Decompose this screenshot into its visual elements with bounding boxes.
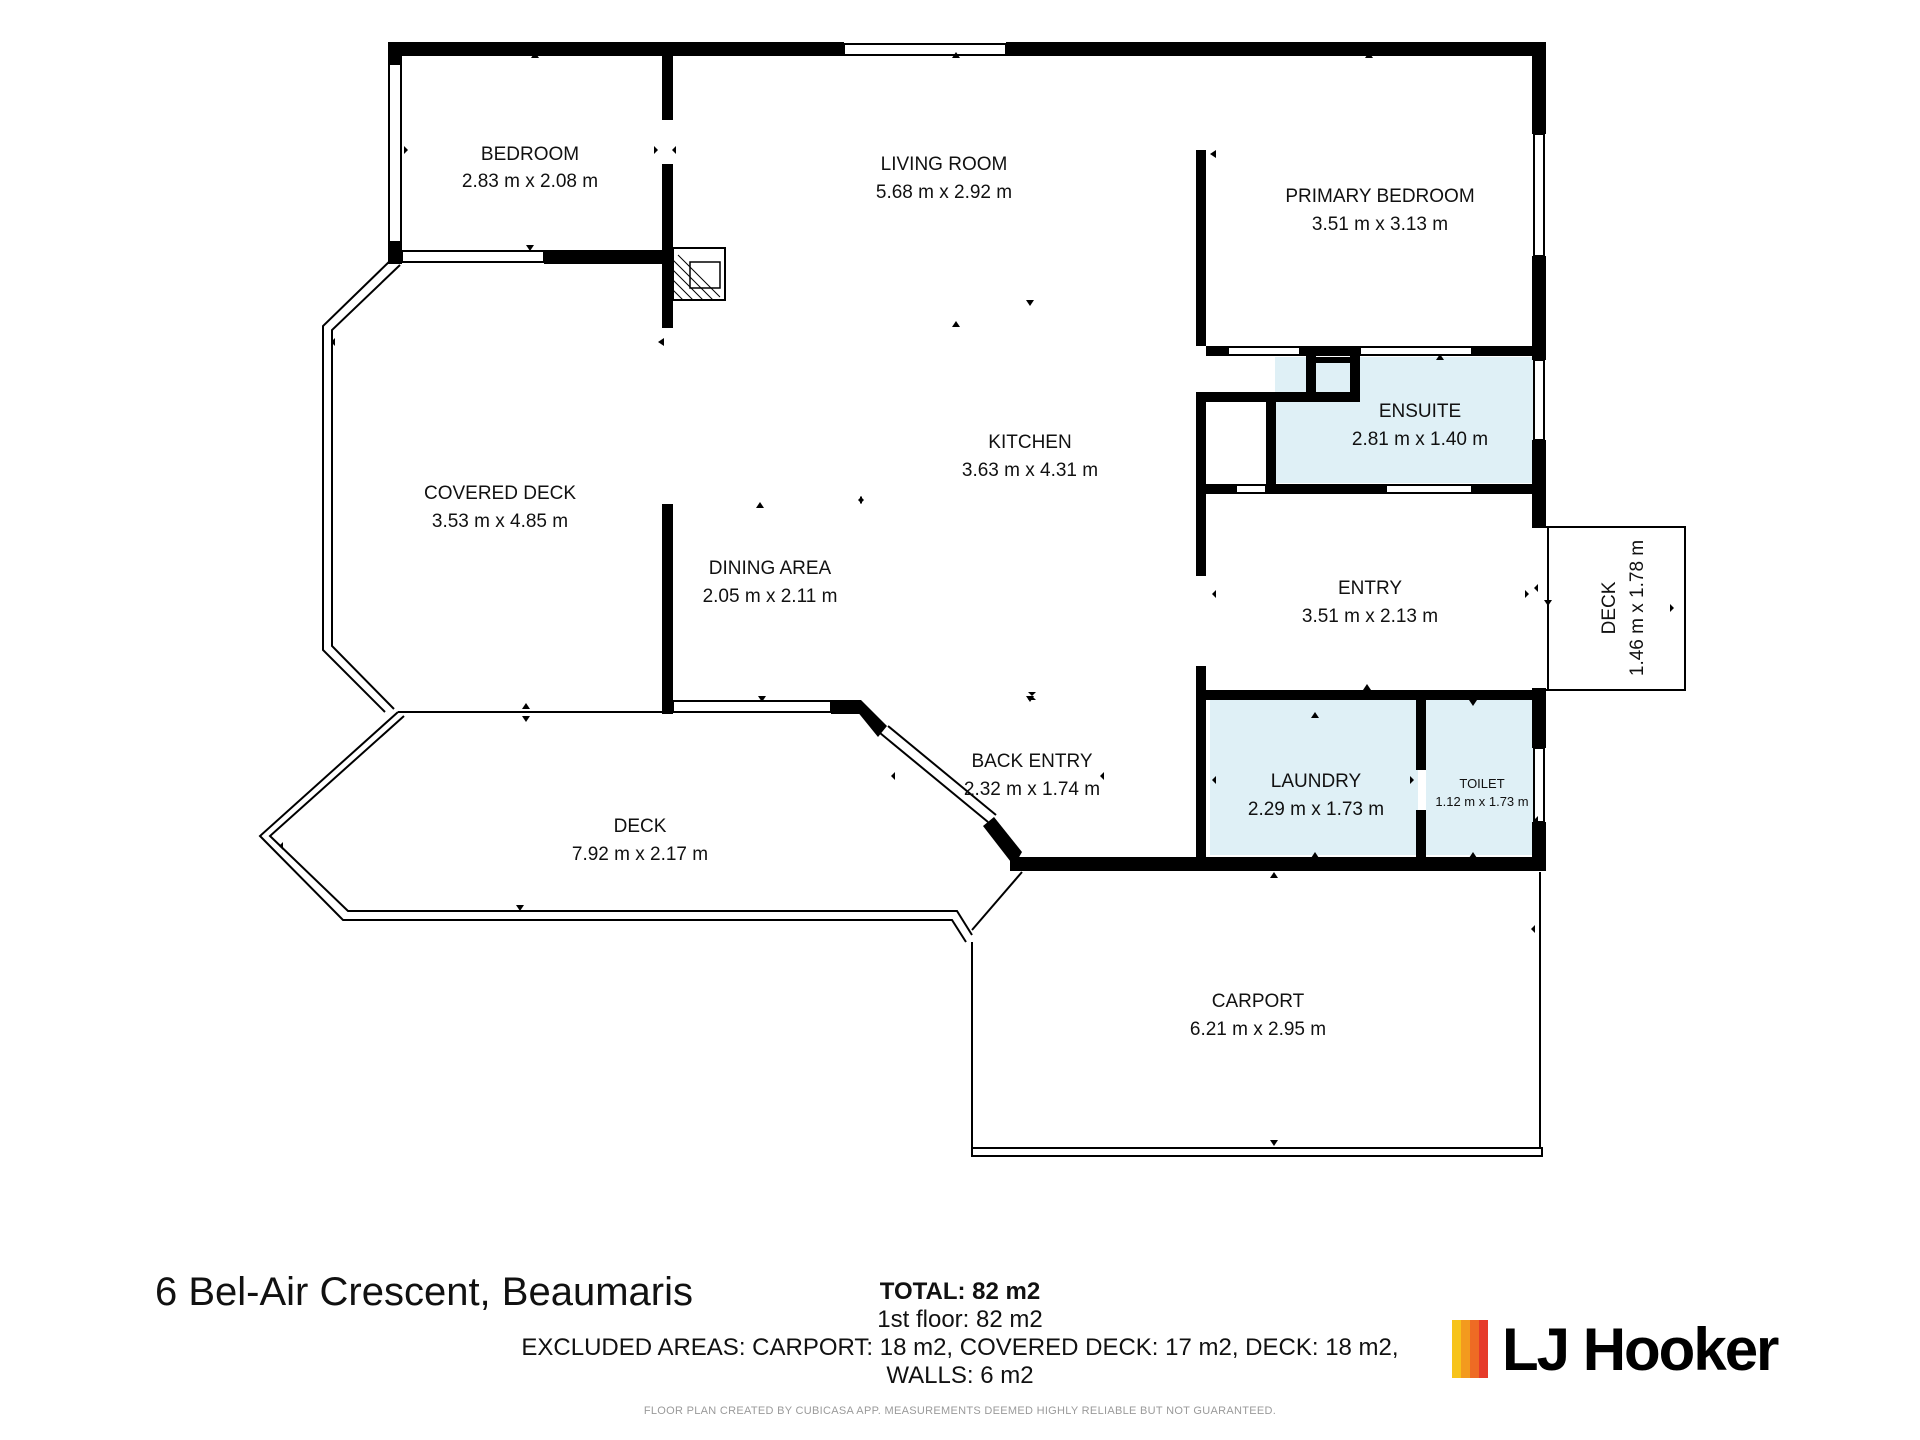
logo-text: LJ Hooker [1502, 1315, 1779, 1383]
svg-text:3.53 m x 4.85 m: 3.53 m x 4.85 m [432, 511, 568, 532]
svg-text:CARPORT: CARPORT [1212, 991, 1305, 1012]
svg-text:LAUNDRY: LAUNDRY [1271, 771, 1362, 792]
svg-text:TOILET: TOILET [1459, 776, 1504, 791]
excluded-areas: EXCLUDED AREAS: CARPORT: 18 m2, COVERED … [521, 1334, 1399, 1361]
logo-bar [1470, 1320, 1479, 1378]
svg-text:LIVING ROOM: LIVING ROOM [881, 154, 1008, 175]
room-label-covered-deck: COVERED DECK 3.53 m x 4.85 m [424, 483, 576, 532]
svg-text:DECK: DECK [1599, 581, 1620, 634]
logo-bar [1452, 1320, 1461, 1378]
svg-text:BACK ENTRY: BACK ENTRY [971, 751, 1092, 772]
svg-text:7.92 m x 2.17 m: 7.92 m x 2.17 m [572, 844, 708, 865]
svg-text:1.12 m x 1.73 m: 1.12 m x 1.73 m [1435, 794, 1528, 809]
toilet-fill [1426, 700, 1534, 855]
side-deck-outline [1543, 526, 1686, 691]
svg-text:DINING AREA: DINING AREA [709, 558, 832, 579]
room-label-kitchen: KITCHEN 3.63 m x 4.31 m [962, 432, 1098, 481]
area-summary: TOTAL: 82 m2 1st floor: 82 m2 EXCLUDED A… [520, 1278, 1400, 1390]
svg-text:2.83 m x 2.08 m: 2.83 m x 2.08 m [462, 171, 598, 192]
room-label-deck: DECK 7.92 m x 2.17 m [572, 816, 708, 865]
carport-outline [971, 872, 1543, 1157]
logo-bar [1479, 1320, 1488, 1378]
svg-text:2.29 m x 1.73 m: 2.29 m x 1.73 m [1248, 799, 1384, 820]
room-label-dining-area: DINING AREA 2.05 m x 2.11 m [703, 558, 838, 607]
total-area: TOTAL: 82 m2 [879, 1278, 1041, 1305]
floor-area: 1st floor: 82 m2 [877, 1306, 1043, 1333]
svg-text:PRIMARY BEDROOM: PRIMARY BEDROOM [1285, 186, 1474, 207]
svg-text:ENSUITE: ENSUITE [1379, 401, 1461, 422]
svg-text:COVERED DECK: COVERED DECK [424, 483, 576, 504]
svg-text:BEDROOM: BEDROOM [481, 144, 579, 165]
door-markers [279, 52, 1674, 1146]
room-label-laundry: LAUNDRY 2.29 m x 1.73 m [1248, 771, 1384, 820]
svg-text:2.32 m x 1.74 m: 2.32 m x 1.74 m [964, 779, 1100, 800]
excluded-areas-walls: WALLS: 6 m2 [886, 1362, 1034, 1389]
walls [388, 42, 1546, 871]
svg-text:3.51 m x 3.13 m: 3.51 m x 3.13 m [1312, 214, 1448, 235]
svg-text:3.51 m x 2.13 m: 3.51 m x 2.13 m [1302, 606, 1438, 627]
disclaimer: FLOOR PLAN CREATED BY CUBICASA APP. MEAS… [643, 1405, 1277, 1417]
fireplace-icon [672, 247, 726, 301]
svg-text:1.46 m x 1.78 m: 1.46 m x 1.78 m [1627, 540, 1648, 676]
svg-text:ENTRY: ENTRY [1338, 578, 1402, 599]
covered-deck-outline [322, 257, 401, 713]
ensuite-fill [1275, 357, 1535, 483]
deck-outline [258, 711, 1023, 943]
room-label-entry: ENTRY 3.51 m x 2.13 m [1302, 578, 1438, 627]
room-label-side-deck: DECK 1.46 m x 1.78 m [1599, 540, 1648, 676]
laundry-fill [1210, 700, 1418, 855]
svg-text:KITCHEN: KITCHEN [988, 432, 1071, 453]
svg-text:2.05 m x 2.11 m: 2.05 m x 2.11 m [703, 586, 838, 607]
room-label-living-room: LIVING ROOM 5.68 m x 2.92 m [876, 154, 1012, 203]
room-label-toilet: TOILET 1.12 m x 1.73 m [1435, 776, 1528, 809]
svg-text:6.21 m x 2.95 m: 6.21 m x 2.95 m [1190, 1019, 1326, 1040]
room-label-carport: CARPORT 6.21 m x 2.95 m [1190, 991, 1326, 1040]
property-address: 6 Bel-Air Crescent, Beaumaris [155, 1270, 693, 1314]
room-label-back-entry: BACK ENTRY 2.32 m x 1.74 m [964, 751, 1100, 800]
svg-text:2.81 m x 1.40 m: 2.81 m x 1.40 m [1352, 429, 1488, 450]
logo-bars-icon [1452, 1320, 1488, 1378]
lj-hooker-logo: LJ Hooker [1452, 1314, 1779, 1384]
room-label-ensuite: ENSUITE 2.81 m x 1.40 m [1352, 401, 1488, 450]
svg-text:DECK: DECK [614, 816, 667, 837]
room-label-bedroom: BEDROOM 2.83 m x 2.08 m [462, 144, 598, 192]
svg-text:3.63 m x 4.31 m: 3.63 m x 4.31 m [962, 460, 1098, 481]
logo-bar [1461, 1320, 1470, 1378]
svg-text:5.68 m x 2.92 m: 5.68 m x 2.92 m [876, 182, 1012, 203]
room-label-primary-bedroom: PRIMARY BEDROOM 3.51 m x 3.13 m [1285, 186, 1474, 235]
